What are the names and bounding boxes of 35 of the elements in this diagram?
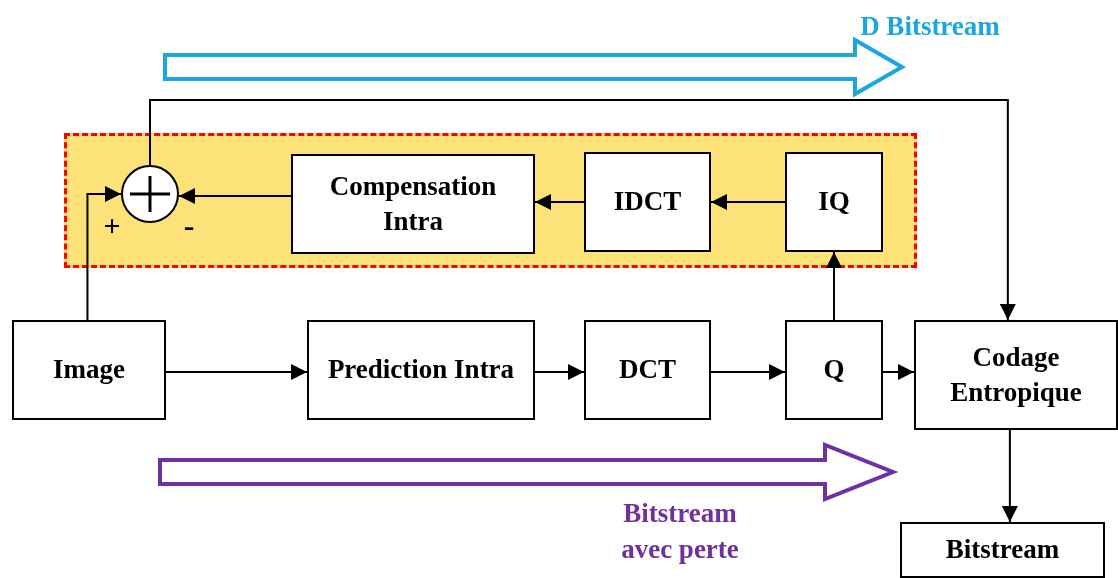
process-box xyxy=(785,152,883,252)
arrow xyxy=(178,188,292,204)
arrow xyxy=(882,364,915,380)
block-label: IDCT xyxy=(613,185,682,219)
block-label: Prediction Intra xyxy=(327,353,515,387)
arrow xyxy=(149,99,1016,321)
block-label: Codage Entropique xyxy=(949,340,1083,409)
arrow xyxy=(1001,429,1018,523)
process-box xyxy=(307,320,535,420)
process-box xyxy=(12,320,166,420)
block-label: DCT xyxy=(619,353,676,387)
summing-junction xyxy=(121,165,179,223)
block-label: Image xyxy=(53,353,125,387)
process-box xyxy=(914,320,1118,430)
process-box xyxy=(785,320,883,420)
block-label: Q xyxy=(823,353,845,387)
process-box xyxy=(291,154,535,254)
arrow xyxy=(534,194,585,210)
block-label: Compensation Intra xyxy=(328,169,498,238)
dashed-region xyxy=(64,133,917,268)
process-box xyxy=(584,152,711,252)
arrow xyxy=(710,194,786,210)
stream-label: D Bitstream xyxy=(859,10,1001,43)
sign-label: - xyxy=(182,206,196,245)
arrow xyxy=(534,364,585,380)
block-label: IQ xyxy=(818,185,850,219)
block-label: Bitstream xyxy=(945,533,1060,567)
sign-label: + xyxy=(102,208,122,244)
arrow xyxy=(165,364,308,380)
process-box xyxy=(900,522,1105,578)
process-box xyxy=(584,320,711,420)
arrow xyxy=(86,186,122,321)
stream-label: Bitstream avec perte xyxy=(620,497,740,567)
arrow xyxy=(710,364,786,380)
arrow xyxy=(826,251,842,321)
